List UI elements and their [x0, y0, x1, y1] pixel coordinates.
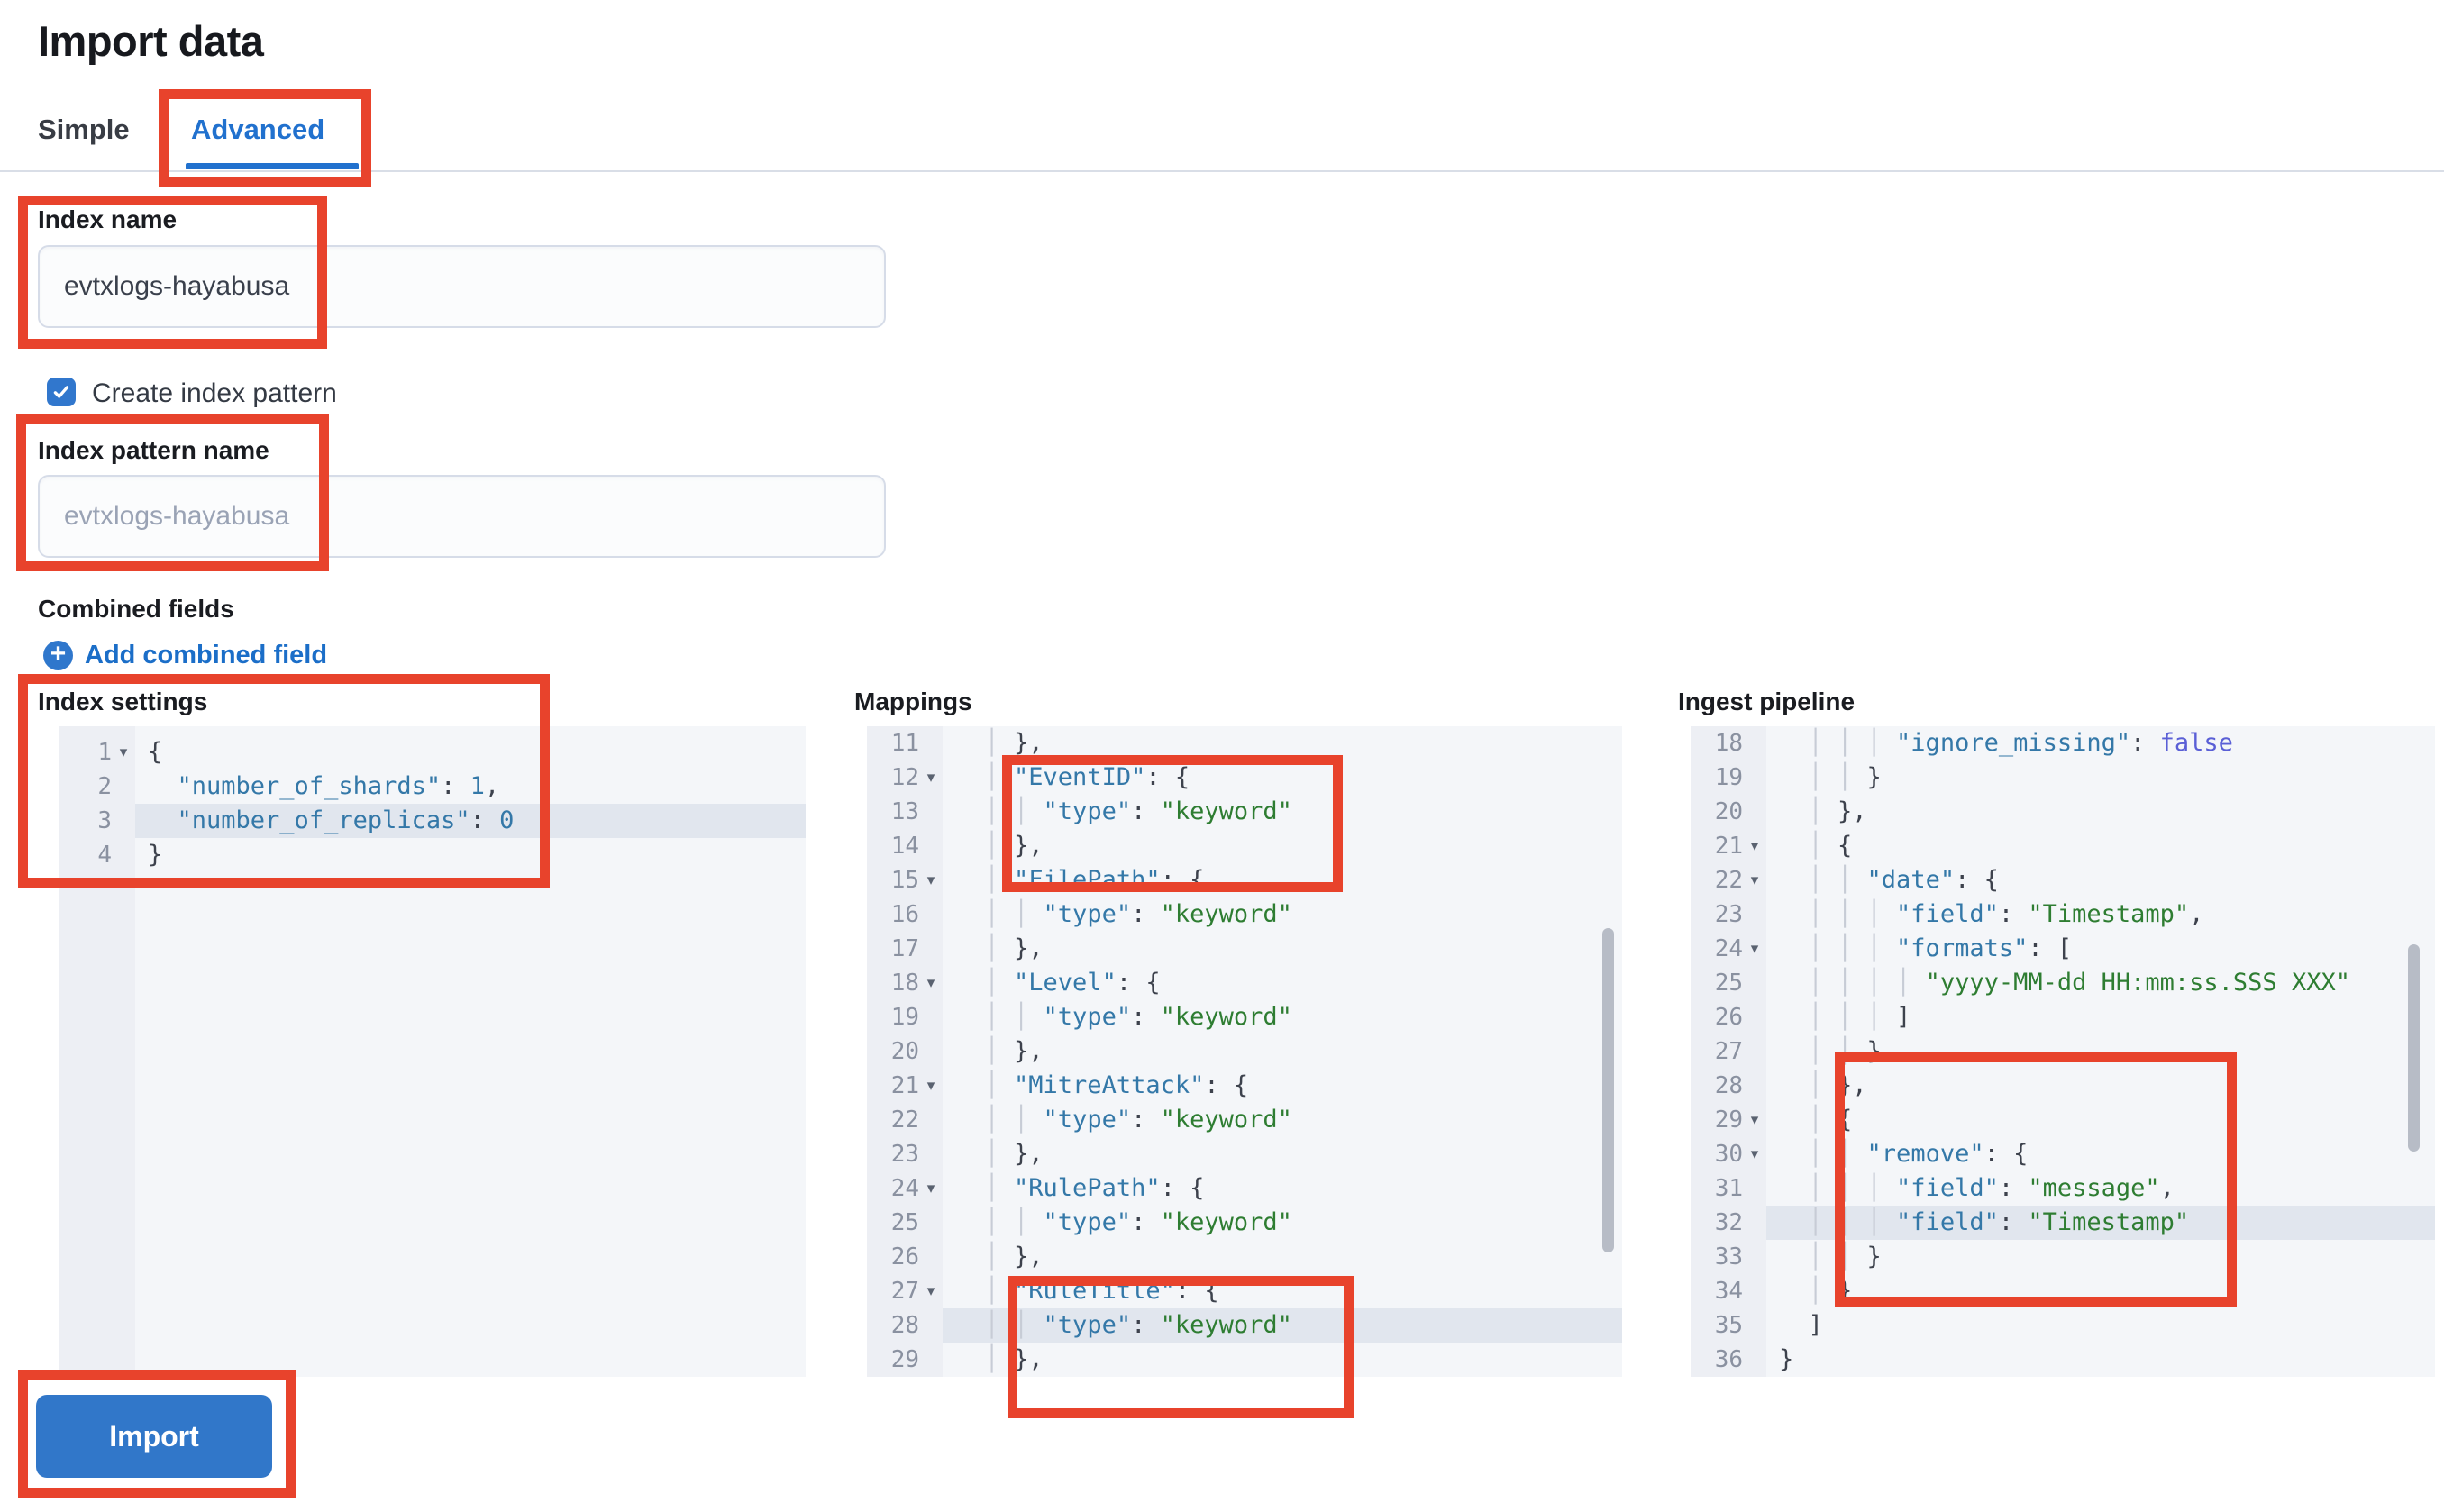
code-line: 36} [1714, 1345, 1794, 1373]
fold-arrow-icon[interactable]: ▾ [926, 1282, 935, 1299]
code-line: 18▾ │ "Level": { [867, 966, 1622, 1000]
fold-arrow-icon[interactable]: ▾ [926, 1077, 935, 1094]
code-line: 4} [97, 841, 163, 869]
code-line: 18 │ │ │ "ignore_missing": false [1714, 729, 2233, 757]
page-title: Import data [38, 17, 264, 65]
index-name-label: Index name [38, 205, 178, 233]
code-line: 29▾ │ { [1691, 1103, 2435, 1137]
tab-simple[interactable]: Simple [38, 114, 130, 145]
fold-arrow-icon[interactable]: ▾ [926, 1180, 935, 1197]
fold-arrow-icon[interactable]: ▾ [1750, 940, 1759, 957]
code-line: 12▾ │ "EventID": { [867, 761, 1622, 795]
code-line: 23 │ }, [890, 1140, 1044, 1168]
code-line: 23 │ │ │ "field": "Timestamp", [1714, 900, 2204, 928]
code-line: 21▾ │ "MitreAttack": { [867, 1069, 1622, 1103]
code-line: 13 │ │ "type": "keyword" [890, 797, 1292, 825]
code-line: 33 │ │ } [1714, 1243, 1882, 1271]
code-line: 28 │ │ "type": "keyword" [867, 1308, 1622, 1343]
code-line: 3 "number_of_replicas": 0 [59, 804, 806, 838]
editor-gutter [59, 726, 135, 1377]
combined-fields-label: Combined fields [38, 595, 234, 623]
code-line: 26 │ │ │ ] [1714, 1003, 1911, 1031]
code-line: 20 │ }, [890, 1037, 1044, 1065]
mappings-scrollbar-thumb[interactable] [1602, 928, 1614, 1252]
code-line: 30▾ │ │ "remove": { [1691, 1137, 2435, 1171]
tabs-divider [0, 170, 2444, 172]
fold-arrow-icon[interactable]: ▾ [926, 974, 935, 991]
editor-gutter [867, 726, 943, 1377]
code-line: 32 │ │ │ "field": "Timestamp" [1691, 1206, 2435, 1240]
code-line: 28 │ }, [1714, 1071, 1867, 1099]
code-line: 11 │ }, [890, 729, 1044, 757]
code-line: 27 │ │ } [1714, 1037, 1882, 1065]
code-line: 15▾ │ "FilePath": { [867, 863, 1622, 897]
fold-arrow-icon[interactable]: ▾ [1750, 837, 1759, 854]
code-line: 14 │ }, [890, 832, 1044, 860]
code-line: 17 │ }, [890, 934, 1044, 962]
code-line: 26 │ }, [890, 1243, 1044, 1271]
code-line: 19 │ │ "type": "keyword" [890, 1003, 1292, 1031]
code-line: 21▾ │ { [1691, 829, 2435, 863]
editor-gutter [1691, 726, 1766, 1377]
code-line: 2 "number_of_shards": 1, [97, 772, 500, 800]
index-settings-label: Index settings [38, 688, 208, 715]
code-line: 1▾{ [59, 735, 806, 770]
code-line: 22▾ │ │ "date": { [1691, 863, 2435, 897]
fold-arrow-icon[interactable]: ▾ [926, 871, 935, 888]
index-name-input[interactable] [38, 245, 886, 328]
import-button[interactable]: Import [36, 1395, 272, 1478]
code-line: 24▾ │ │ │ "formats": [ [1691, 932, 2435, 966]
plus-in-circle-icon[interactable]: + [43, 641, 73, 670]
code-line: 20 │ }, [1714, 797, 1867, 825]
mappings-editor[interactable]: 11 │ }, 12▾ │ "EventID": {13 │ │ "type": … [867, 726, 1622, 1377]
tab-advanced[interactable]: Advanced [191, 114, 325, 145]
code-line: 24▾ │ "RulePath": { [867, 1171, 1622, 1206]
fold-arrow-icon[interactable]: ▾ [1750, 1145, 1759, 1162]
code-line: 16 │ │ "type": "keyword" [890, 900, 1292, 928]
add-combined-field-link[interactable]: Add combined field [85, 641, 328, 669]
code-line: 34 │ } [1714, 1277, 1853, 1305]
fold-arrow-icon[interactable]: ▾ [1750, 871, 1759, 888]
fold-arrow-icon[interactable]: ▾ [1750, 1111, 1759, 1128]
index-settings-editor[interactable]: 1▾{2 "number_of_shards": 1, 3 "number_of_… [59, 726, 806, 1377]
code-line: 35 ] [1714, 1311, 1823, 1339]
code-line: 29 │ }, [890, 1345, 1044, 1373]
fold-arrow-icon[interactable]: ▾ [119, 743, 128, 761]
ingest-pipeline-editor[interactable]: 18 │ │ │ "ignore_missing": false 19 │ │ }… [1691, 726, 2435, 1377]
mappings-label: Mappings [854, 688, 972, 715]
index-pattern-name-input[interactable] [38, 475, 886, 558]
check-icon [51, 382, 71, 402]
code-line: 19 │ │ } [1714, 763, 1882, 791]
ingest-pipeline-scrollbar-thumb[interactable] [2408, 944, 2420, 1152]
code-line: 27▾ │ "RuleTitle": { [867, 1274, 1622, 1308]
create-index-pattern-checkbox[interactable] [47, 378, 76, 406]
ingest-pipeline-label: Ingest pipeline [1678, 688, 1856, 715]
code-line: 22 │ │ "type": "keyword" [890, 1106, 1292, 1134]
code-line: 25 │ │ │ │ "yyyy-MM-dd HH:mm:ss.SSS XXX" [1714, 969, 2350, 997]
code-line: 31 │ │ │ "field": "message", [1714, 1174, 2175, 1202]
create-index-pattern-label: Create index pattern [92, 378, 337, 408]
fold-arrow-icon[interactable]: ▾ [926, 769, 935, 786]
active-tab-underline [186, 163, 359, 169]
code-line: 25 │ │ "type": "keyword" [890, 1208, 1292, 1236]
index-pattern-name-label: Index pattern name [38, 436, 269, 464]
